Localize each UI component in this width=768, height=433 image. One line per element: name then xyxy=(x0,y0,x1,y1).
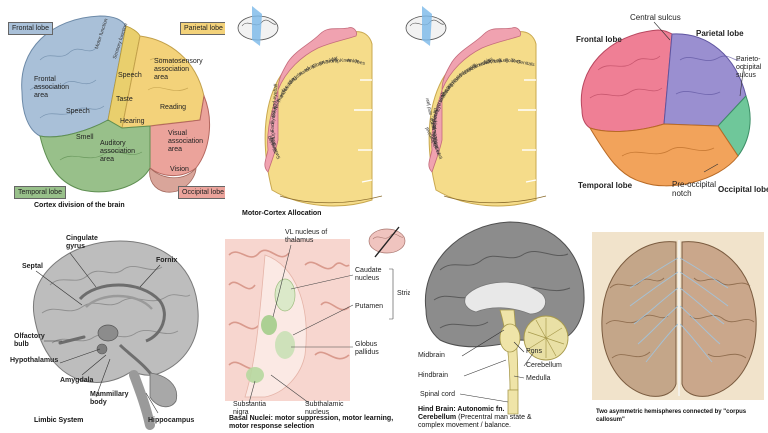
label-subthalamic-nucleus: Subthalamic nucleus xyxy=(305,401,344,416)
label-spinal-cord: Spinal cord xyxy=(420,391,456,398)
label-taste: Taste xyxy=(116,96,133,103)
label-caudate-nucleus: Caudate nucleus xyxy=(355,267,382,282)
label-temporal-lobe: Temporal lobe xyxy=(578,181,633,190)
label-hindbrain: Hindbrain xyxy=(418,372,448,379)
caption-cerebellum-word: Cerebellum xyxy=(418,414,457,421)
panel-basal-nuclei: VL nucleus of thalamus Caudate nucleus S… xyxy=(225,225,410,433)
occipital-lobe-tag: Occipital lobe xyxy=(178,186,225,199)
frontal-lobe-tag: Frontal lobe xyxy=(8,22,53,35)
caption-hind-brain-title: Hind Brain: Autonomic fn. xyxy=(418,406,505,413)
label-vision: Vision xyxy=(170,166,189,173)
label-speech-parietal: Speech xyxy=(118,72,142,79)
label-frontal-association: Frontal association area xyxy=(34,76,70,99)
label-hippocampus: Hippocampus xyxy=(148,417,195,424)
label-central-sulcus: Central sulcus xyxy=(630,13,681,22)
label-globus-pallidus: Globus pallidus xyxy=(355,341,379,356)
panel-hemispheres: Two asymmetric hemispheres connected by … xyxy=(590,228,768,433)
sensory-cortex-illustration xyxy=(405,6,547,207)
caption-motor-cortex: Motor-Cortex Allocation xyxy=(242,210,322,217)
label-vl-nucleus: VL nucleus of thalamus xyxy=(285,229,328,244)
basal-nuclei-illustration xyxy=(225,226,406,404)
panel-lobes: Central sulcus Frontal lobe Parietal lob… xyxy=(568,0,768,215)
label-substantia-nigra: Substantia nigra xyxy=(233,401,267,416)
caption-limbic-system: Limbic System xyxy=(34,417,84,424)
label-occipital-lobe: Occipital lobe xyxy=(718,185,768,194)
caption-hemispheres: Two asymmetric hemispheres connected by … xyxy=(596,409,747,423)
label-parietal-lobe: Parietal lobe xyxy=(696,29,744,38)
label-reading: Reading xyxy=(160,104,187,111)
label-midbrain: Midbrain xyxy=(418,352,445,359)
label-cingulate-gyrus: Cingulate gyrus xyxy=(66,235,98,250)
label-medulla: Medulla xyxy=(526,375,551,382)
limbic-system-illustration xyxy=(32,240,199,430)
parietal-lobe-tag: Parietal lobe xyxy=(180,22,225,35)
caption-cerebellum-detail: (Precentral man state & complex movement… xyxy=(418,414,532,429)
label-striatum: Striatum xyxy=(397,290,410,297)
caption-hind-brain: Hind Brain: Autonomic fn. Cerebellum (Pr… xyxy=(418,406,532,430)
cortex-division-illustration xyxy=(21,15,210,193)
label-parieto-occipital-sulcus: Parieto- occipital sulcus xyxy=(736,56,762,79)
caption-basal-nuclei: Basal Nuclei: motor suppression, motor l… xyxy=(229,415,394,430)
hemispheres-illustration xyxy=(592,232,764,400)
label-septal: Septal xyxy=(22,263,44,270)
panel-limbic-system: Cingulate gyrus Septal Fornix Olfactory … xyxy=(0,225,225,433)
label-hearing: Hearing xyxy=(120,118,145,125)
label-auditory-association: Auditory association area xyxy=(100,140,136,163)
label-visual-association: Visual association area xyxy=(168,130,204,153)
label-pons: Pons xyxy=(526,348,542,355)
label-hypothalamus: Hypothalamus xyxy=(10,357,59,364)
label-somatosensory: Somatosensory association area xyxy=(154,58,203,81)
motor-cortex-illustration xyxy=(237,6,383,207)
lobes-illustration xyxy=(580,21,751,187)
homunculus-label: Knee xyxy=(339,57,352,64)
label-frontal-lobe: Frontal lobe xyxy=(576,35,622,44)
label-smell: Smell xyxy=(76,134,94,141)
hind-brain-illustration xyxy=(424,221,585,415)
label-amygdala: Amygdala xyxy=(60,377,94,384)
label-speech-frontal: Speech xyxy=(66,108,90,115)
label-fornix: Fornix xyxy=(156,257,178,264)
label-pre-occipital-notch: Pre-occipital notch xyxy=(672,180,717,198)
caption-cortex-division: Cortex division of the brain xyxy=(34,202,125,209)
caption-cerebellum-line: Cerebellum (Precentral man state & compl… xyxy=(418,414,532,430)
panel-hind-brain: Midbrain Hindbrain Spinal cord Pons Cere… xyxy=(410,210,590,433)
label-mammillary-body: Mammillary body xyxy=(90,391,129,406)
panel-cortex-division: Frontal lobe Parietal lobe Temporal lobe… xyxy=(0,0,225,215)
label-olfactory-bulb: Olfactory bulb xyxy=(14,333,45,348)
label-putamen: Putamen xyxy=(355,303,384,310)
temporal-lobe-tag: Temporal lobe xyxy=(14,186,66,199)
label-cerebellum: Cerebellum xyxy=(526,362,562,369)
